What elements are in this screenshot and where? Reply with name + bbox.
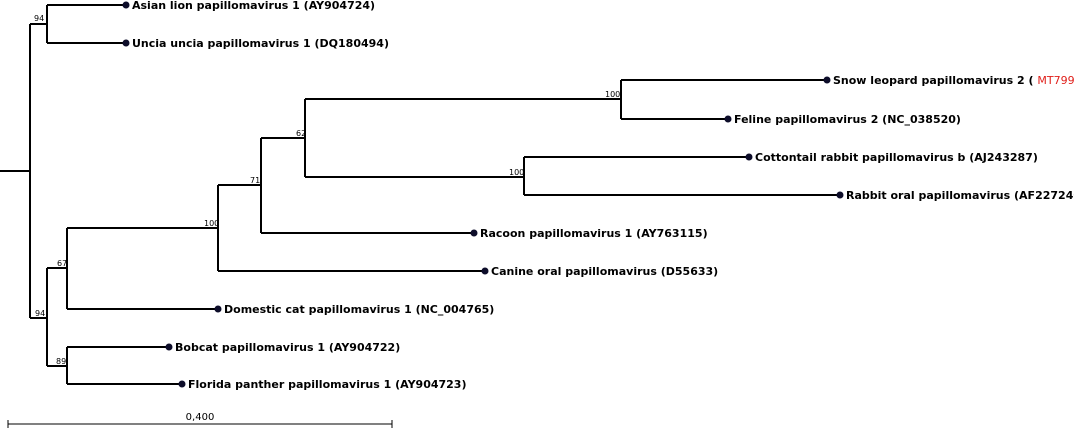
support-value: 100 (605, 90, 620, 99)
tip-dot (122, 39, 130, 47)
leaf-label-florida-panther: Florida panther papillomavirus 1 (AY9047… (188, 378, 467, 391)
support-value: 67 (57, 259, 67, 268)
tip-dot (481, 267, 489, 275)
support-value: 100 (204, 219, 219, 228)
tip-markers (122, 1, 844, 388)
scale-bar-label: 0,400 (186, 412, 215, 423)
tip-dot (823, 76, 831, 84)
tree-branches (0, 4, 840, 385)
leaf-label-domestic-cat: Domestic cat papillomavirus 1 (NC_004765… (224, 303, 494, 316)
support-value: 71 (250, 176, 260, 185)
support-value: 100 (509, 168, 524, 177)
highlighted-accession: MT799783 (1037, 74, 1074, 87)
leaf-label-feline-2: Feline papillomavirus 2 (NC_038520) (734, 113, 961, 126)
tip-dot (214, 305, 222, 313)
leaf-label-canine-oral: Canine oral papillomavirus (D55633) (491, 265, 718, 278)
tip-dot (178, 380, 186, 388)
support-value: 94 (35, 309, 45, 318)
leaf-label-snow-leopard: Snow leopard papillomavirus 2 ( MT799783… (833, 74, 1074, 87)
leaf-label-cottontail-rabbit: Cottontail rabbit papillomavirus b (AJ24… (755, 151, 1038, 164)
tip-dot (745, 153, 753, 161)
tip-dot (122, 1, 130, 9)
leaf-label-rabbit-oral: Rabbit oral papillomavirus (AF227240) (846, 189, 1074, 202)
support-values: 94 100 100 62 71 100 67 94 89 (34, 14, 620, 366)
leaf-label-asian-lion: Asian lion papillomavirus 1 (AY904724) (132, 0, 375, 12)
tip-dot (836, 191, 844, 199)
tip-dot (165, 343, 173, 351)
scale-bar: 0,400 (7, 412, 393, 428)
leaf-label-bobcat: Bobcat papillomavirus 1 (AY904722) (175, 341, 400, 354)
support-value: 89 (56, 357, 66, 366)
support-value: 94 (34, 14, 44, 23)
tip-dot (470, 229, 478, 237)
tip-dot (724, 115, 732, 123)
support-value: 62 (296, 129, 306, 138)
leaf-labels: Asian lion papillomavirus 1 (AY904724) U… (132, 0, 1074, 391)
leaf-label-racoon: Racoon papillomavirus 1 (AY763115) (480, 227, 708, 240)
leaf-label-uncia-uncia: Uncia uncia papillomavirus 1 (DQ180494) (132, 37, 389, 50)
